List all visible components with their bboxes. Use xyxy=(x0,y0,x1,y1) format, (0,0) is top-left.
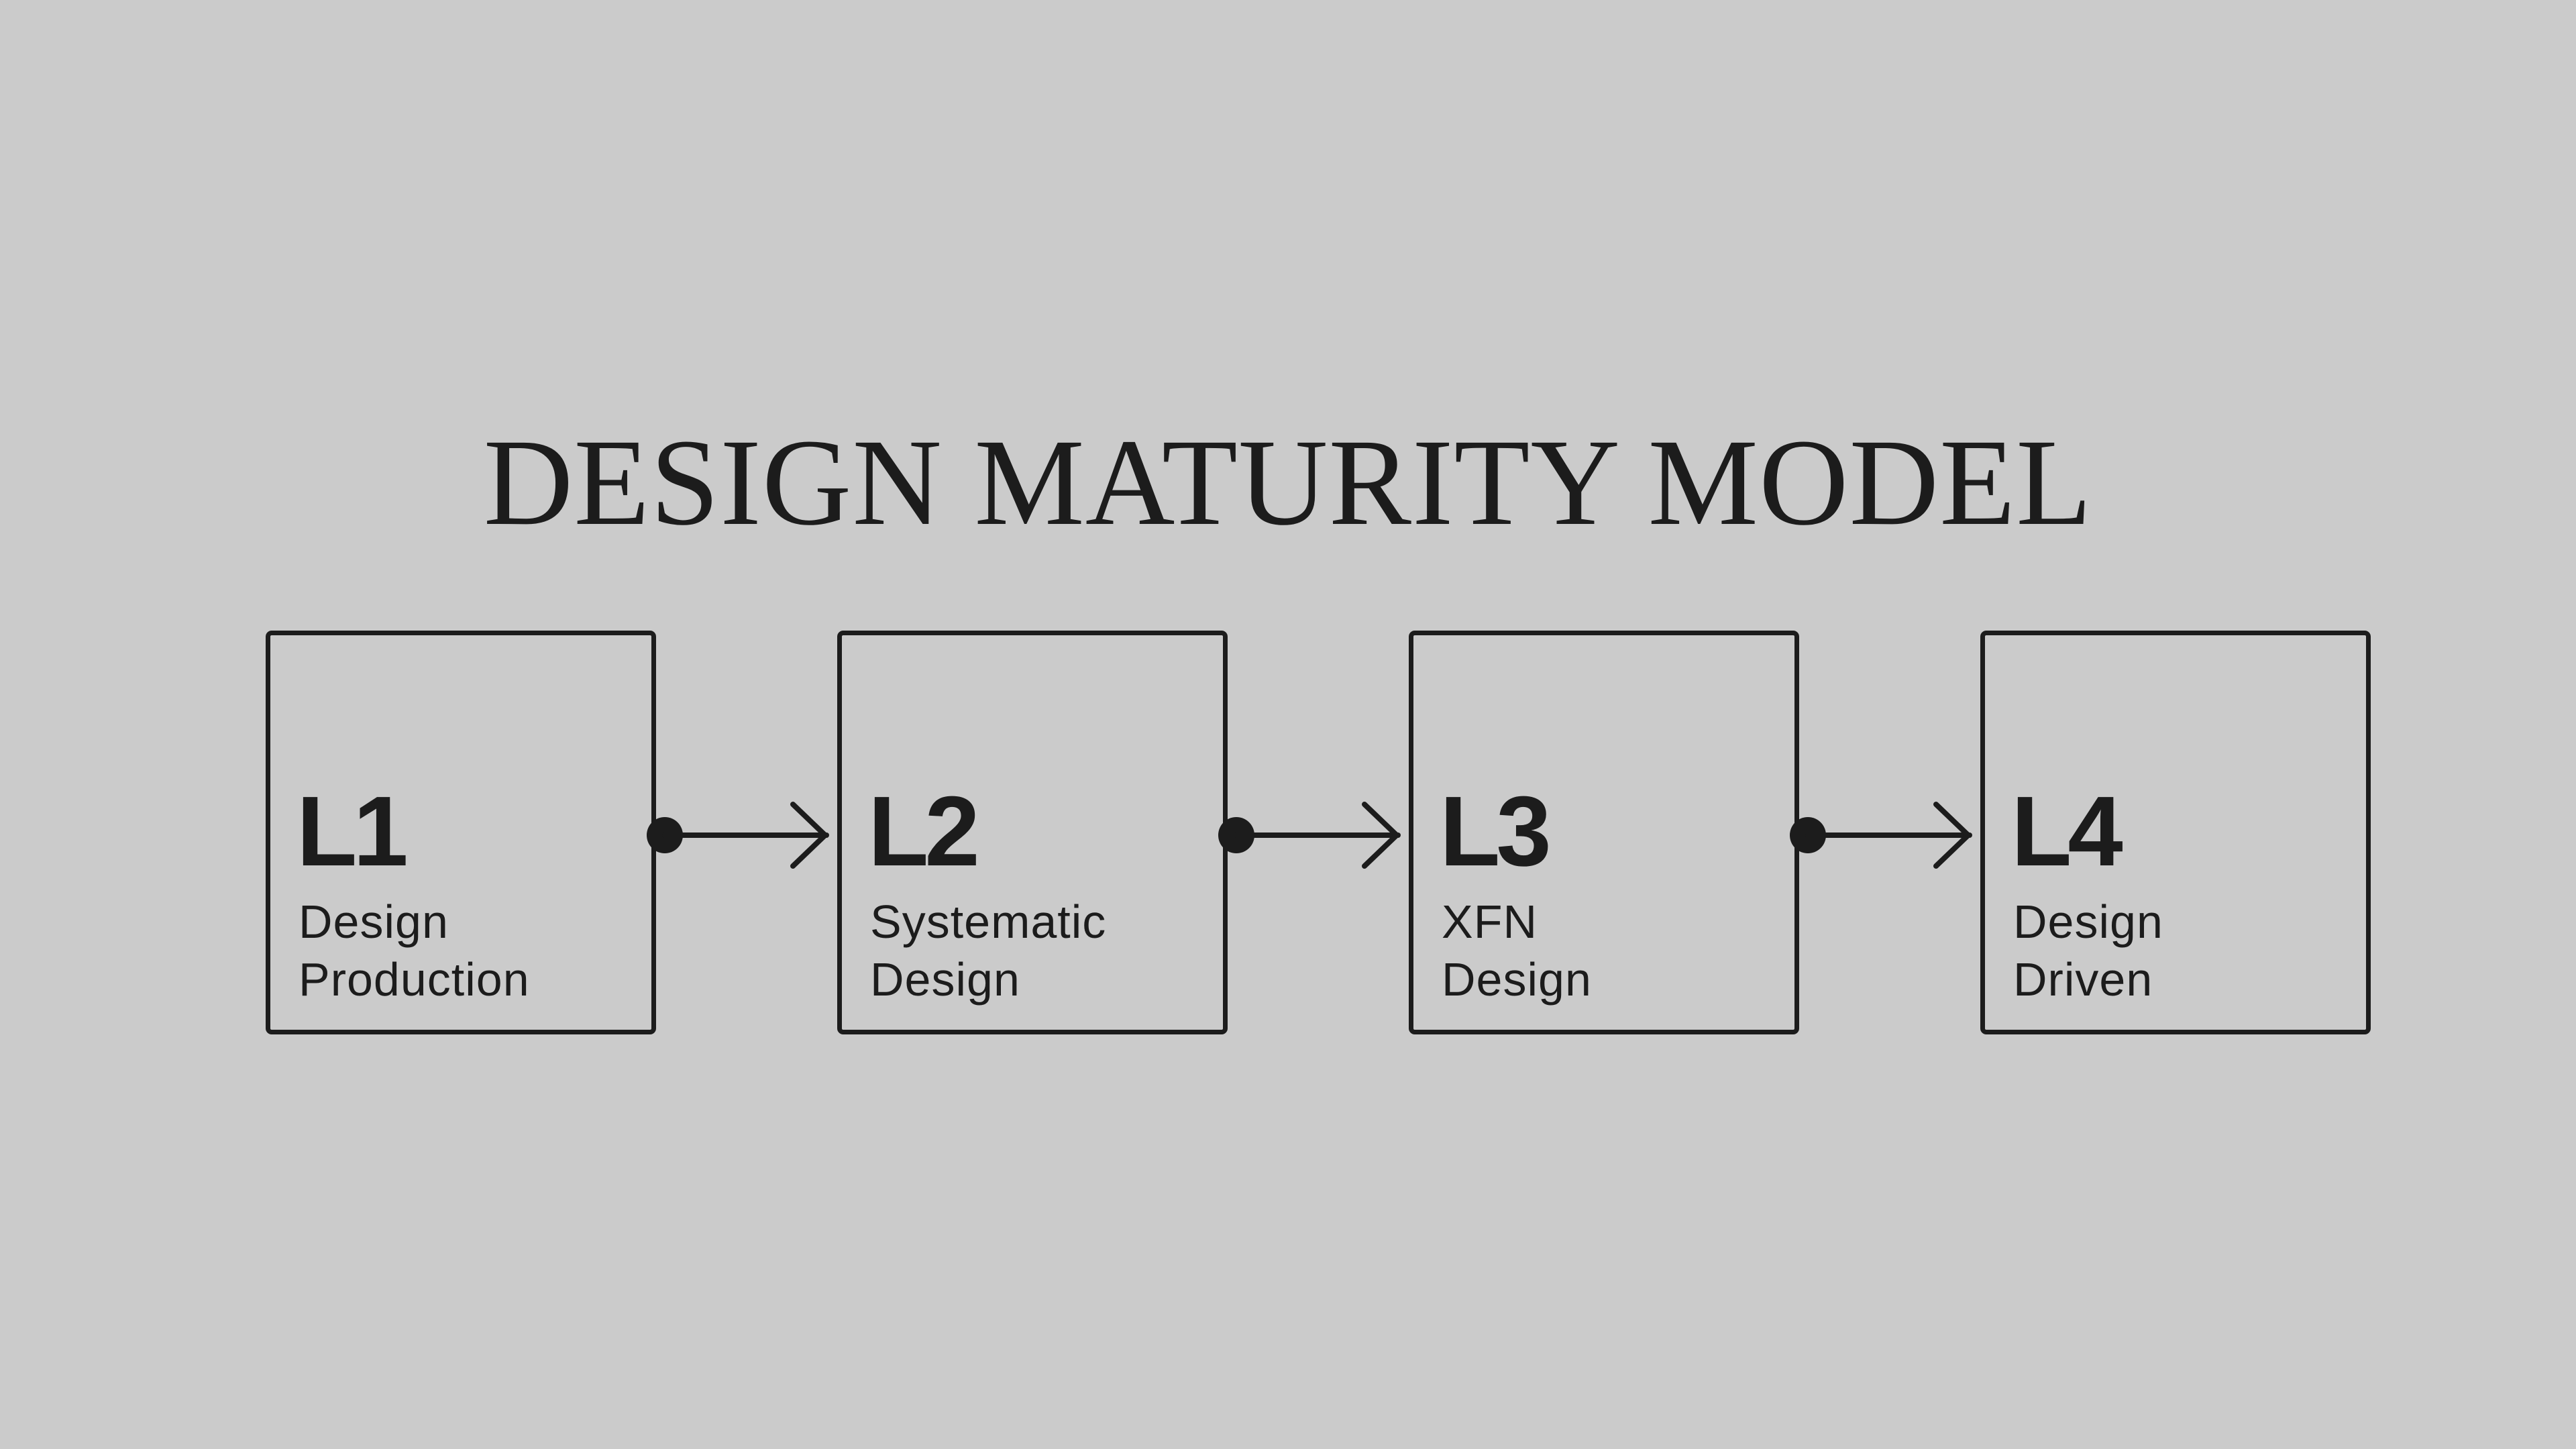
level-name: Design Production xyxy=(299,893,647,1008)
level-name-line: XFN xyxy=(1442,896,1538,948)
level-box-l1: L1 Design Production xyxy=(266,631,656,1034)
level-name-line: Design xyxy=(2013,896,2163,948)
level-name: XFN Design xyxy=(1442,893,1790,1008)
level-name-line: Systematic xyxy=(870,896,1107,948)
level-code: L4 xyxy=(2011,776,2123,887)
level-name: Systematic Design xyxy=(870,893,1219,1008)
level-name-line: Design xyxy=(299,896,449,948)
level-box-l4: L4 Design Driven xyxy=(1980,631,2371,1034)
dot-arrow-right-icon xyxy=(1218,802,1401,869)
dot-arrow-right-icon xyxy=(1790,802,1972,869)
level-box-l3: L3 XFN Design xyxy=(1409,631,1799,1034)
level-name-line: Design xyxy=(1442,953,1592,1006)
level-name-line: Driven xyxy=(2013,953,2153,1006)
level-code: L3 xyxy=(1440,776,1552,887)
level-name-line: Production xyxy=(299,953,530,1006)
level-code: L2 xyxy=(868,776,980,887)
level-name: Design Driven xyxy=(2013,893,2362,1008)
diagram-title: DESIGN MATURITY MODEL xyxy=(483,414,2093,551)
level-code: L1 xyxy=(297,776,409,887)
level-name-line: Design xyxy=(870,953,1020,1006)
level-box-l2: L2 Systematic Design xyxy=(837,631,1228,1034)
dot-arrow-right-icon xyxy=(647,802,829,869)
